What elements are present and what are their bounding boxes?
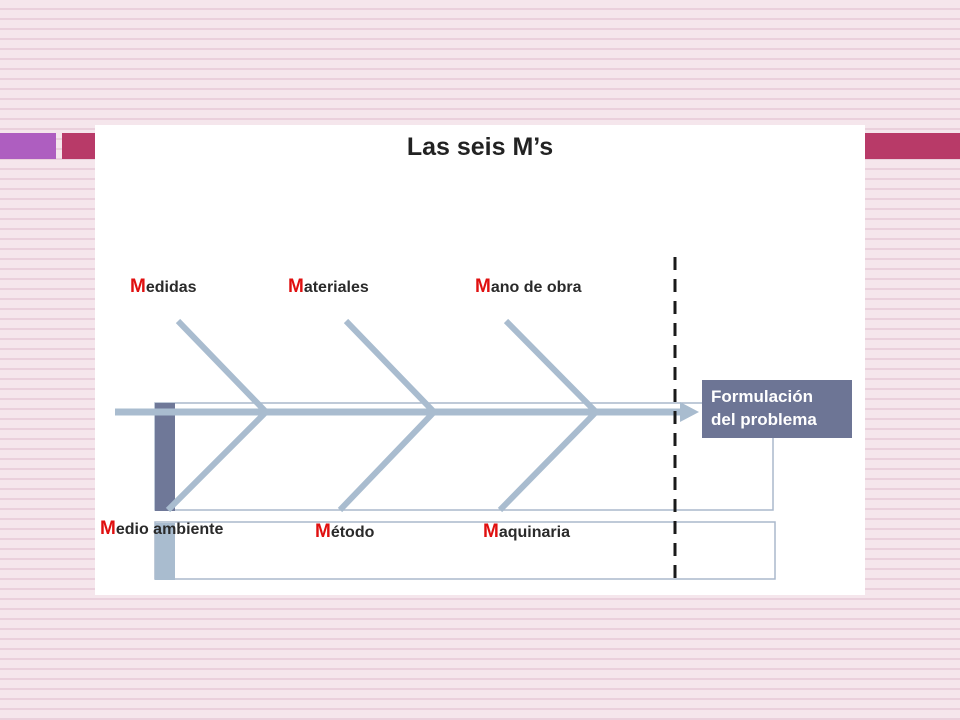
bone-medidas: [175, 318, 269, 415]
cause-label-maquinaria: Maquinaria: [483, 521, 570, 542]
cause-label-mano-de-obra: Mano de obra: [475, 276, 582, 297]
cause-label-medidas: Medidas: [130, 276, 197, 297]
cause-label-medio-ambiente: Medio ambiente: [100, 518, 224, 539]
bone-mano-de-obra: [503, 318, 599, 415]
bone-maquinaria: [497, 409, 599, 513]
bone-materiales: [343, 318, 437, 415]
bone-metodo: [337, 409, 437, 513]
diagram-title: Las seis M’s: [406, 133, 554, 161]
fishbone-diagram-lines: [115, 257, 776, 587]
lower-frame-box: [154, 521, 776, 580]
bone-medio-ambiente: [165, 409, 269, 513]
slide-accent-bar-purple: [0, 133, 56, 159]
fishbone-diagram-panel: Las seis M’s Medidas Materiales Mano de …: [95, 125, 865, 595]
effect-line-2: del problema: [711, 410, 817, 429]
cause-label-metodo: Método: [315, 521, 375, 542]
left-bar-light: [155, 523, 175, 580]
spine-arrowhead: [680, 402, 699, 422]
effect-line-1: Formulación: [711, 387, 814, 406]
cause-label-materiales: Materiales: [288, 276, 369, 297]
effect-box-problem: Formulación del problema: [702, 380, 852, 438]
left-bar-dark: [155, 403, 175, 511]
